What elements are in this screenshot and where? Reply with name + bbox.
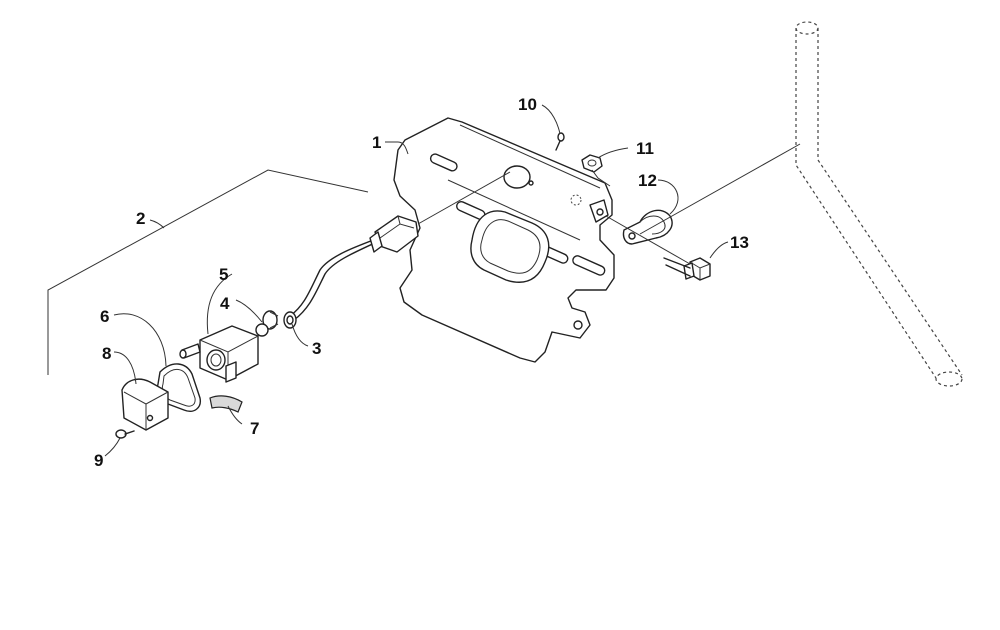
callout-13: 13 (730, 233, 749, 252)
lamp-housing (179, 325, 259, 383)
bolt (663, 257, 711, 281)
callout-6: 6 (100, 307, 109, 326)
screw (115, 429, 135, 439)
lens (209, 395, 243, 413)
wire-harness (283, 171, 511, 329)
frame-tube (795, 21, 963, 387)
nut (581, 154, 603, 173)
bulb (255, 310, 279, 337)
leader-lines (104, 104, 729, 457)
callout-7-8: 8 (102, 344, 111, 363)
lens-cover (121, 378, 169, 431)
clamp-to-frame-line (639, 143, 801, 235)
callout-12: 12 (638, 171, 657, 190)
callout-10: 10 (518, 95, 537, 114)
callout-3: 3 (312, 339, 321, 358)
callout-9: 9 (94, 451, 103, 470)
assembly-bracket-line (47, 169, 369, 375)
callout-labels: 1 2 3 4 5 6 8 7 9 10 11 12 13 (94, 95, 749, 470)
nut-to-bracket-line (591, 169, 611, 187)
mounting-bracket-plate (393, 117, 615, 363)
callout-2: 2 (136, 209, 145, 228)
callout-11: 11 (636, 139, 654, 158)
callout-4: 4 (220, 294, 230, 313)
callout-7: 7 (250, 419, 259, 438)
clamp (622, 209, 673, 245)
callout-1: 1 (372, 133, 381, 152)
small-screw (555, 132, 565, 151)
bolt-to-bracket-line (605, 215, 691, 265)
callout-5: 5 (219, 265, 228, 284)
